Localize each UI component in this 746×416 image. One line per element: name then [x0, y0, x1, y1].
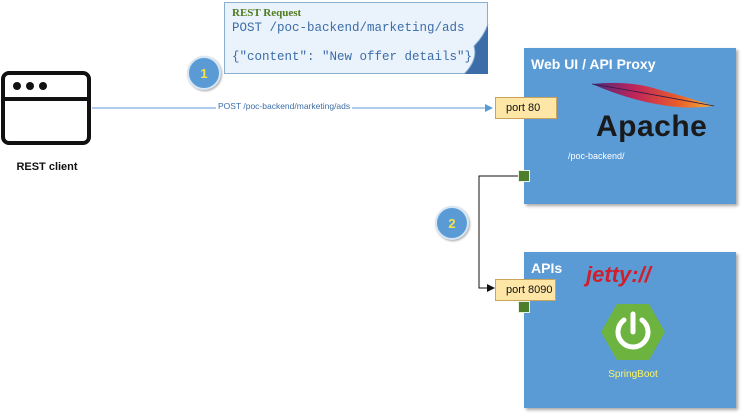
apache-logo-text: Apache — [596, 110, 708, 143]
request-arrow-label: POST /poc-backend/marketing/ads — [216, 101, 353, 111]
rest-client-label: REST client — [16, 161, 78, 173]
note-body-line: {"content": "New offer details"} — [232, 50, 473, 64]
note-request-line: POST /poc-backend/marketing/ads — [232, 21, 465, 35]
proxy-connector — [518, 170, 530, 182]
proxy-title: Web UI / API Proxy — [531, 56, 656, 72]
apis-server-box: APIs jetty:// SpringBoot — [524, 252, 736, 408]
rest-request-note: REST Request POST /poc-backend/marketing… — [224, 2, 488, 74]
route-label: /poc-backend/ — [567, 151, 626, 161]
proxy-server-box: Web UI / API Proxy Apache /poc-backend/ — [524, 48, 736, 204]
apis-title: APIs — [531, 260, 563, 276]
step-1-badge: 1 — [187, 56, 221, 90]
jetty-logo-text: jetty:// — [586, 262, 651, 287]
api-connector — [518, 301, 530, 313]
note-title: REST Request — [232, 7, 302, 19]
proxy-to-api-arrow — [478, 175, 518, 292]
port-80-tag: port 80 — [495, 97, 557, 119]
browser-window-icon — [1, 71, 91, 145]
note-curl-icon — [463, 24, 489, 75]
springboot-power-icon — [601, 304, 665, 360]
apache-feather-icon — [591, 82, 715, 108]
step-2-badge: 2 — [435, 206, 469, 240]
port-8090-tag: port 8090 — [495, 279, 556, 301]
springboot-label: SpringBoot — [608, 369, 658, 380]
